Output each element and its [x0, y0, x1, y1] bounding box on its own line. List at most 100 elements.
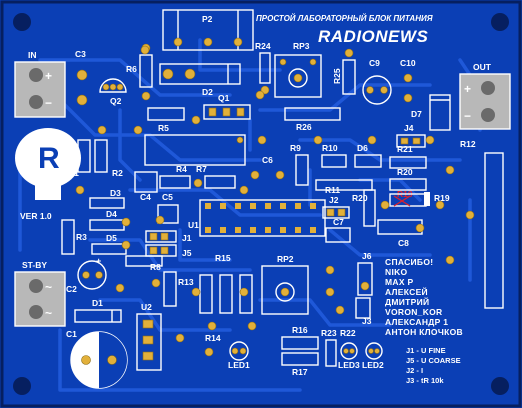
credit-line-4: ДМИТРИЙ	[385, 296, 429, 307]
component-d3: D3	[89, 188, 125, 209]
label-d7: D7	[411, 109, 422, 119]
label-stby: ST-BY	[22, 260, 47, 270]
component-q2: Q2	[99, 78, 127, 106]
component-r17: R17	[281, 352, 319, 377]
label-r13: R13	[178, 277, 194, 287]
via-pads	[75, 45, 475, 343]
label-in: IN	[28, 50, 37, 60]
credit-line-7: АНТОН КЛОЧКОВ	[385, 327, 463, 337]
component-j4: J4	[396, 123, 426, 148]
component-c3: C3	[75, 49, 88, 106]
label-c7: C7	[333, 217, 344, 227]
mounting-holes	[13, 13, 509, 395]
label-r22: R22	[340, 328, 356, 338]
jumper-line-0: J1 - U FINE	[406, 346, 446, 355]
terminal-stby: ST-BY ~ ~	[14, 260, 66, 327]
component-c7: C7	[325, 217, 351, 243]
label-r15: R15	[215, 253, 231, 263]
component-c5: C5	[157, 192, 179, 224]
label-c4: C4	[140, 192, 151, 202]
jumper-line-3: J3 - tR 10k	[406, 376, 444, 385]
label-r1: R1	[68, 168, 79, 178]
label-c9: C9	[369, 58, 380, 68]
label-j2: J2	[329, 195, 339, 205]
component-r3: R3	[61, 219, 87, 255]
label-d1: D1	[92, 298, 103, 308]
component-c10: C10	[400, 58, 416, 103]
component-c4: C4	[134, 171, 158, 202]
svg-text:+: +	[96, 256, 101, 266]
component-r13: R13	[163, 271, 194, 307]
label-q1: Q1	[218, 93, 230, 103]
label-j5: J5	[182, 248, 192, 258]
component-r26: R26	[284, 107, 341, 132]
component-r7: R7	[196, 164, 236, 189]
label-c8: C8	[398, 238, 409, 248]
label-r20-left: R20	[352, 193, 368, 203]
component-q1: Q1	[203, 93, 251, 120]
label-c3: C3	[75, 49, 86, 59]
component-c9: C9	[362, 58, 392, 105]
label-r12: R12	[460, 139, 476, 149]
credit-line-1: NIKO	[385, 267, 408, 277]
component-j2: J2	[322, 195, 350, 219]
svg-text:+: +	[45, 69, 52, 83]
label-u1: U1	[188, 220, 199, 230]
logo-bulb: R VER 1.0	[15, 128, 81, 221]
svg-text:~: ~	[45, 280, 52, 294]
credits-block: СПАСИБО! NIKO MAX P АЛЕКСЕЙ ДМИТРИЙ VORO…	[385, 257, 463, 337]
logo-letter: R	[38, 142, 60, 175]
label-r19-side: R19	[434, 193, 450, 203]
label-c2: C2	[66, 284, 77, 294]
label-led1: LED1	[228, 360, 250, 370]
component-r12: R12	[460, 139, 504, 309]
component-c6: C6	[250, 155, 285, 180]
label-out: OUT	[473, 62, 492, 72]
svg-text:−: −	[464, 109, 471, 123]
component-r15: R15	[199, 253, 253, 314]
label-r9: R9	[290, 143, 301, 153]
label-r20-right: R20	[397, 167, 413, 177]
label-rp3: RP3	[293, 41, 310, 51]
label-d5: D5	[106, 233, 117, 243]
component-r24: R24	[255, 41, 271, 95]
jumper-line-1: J5 - U COARSE	[406, 356, 461, 365]
component-rp2: RP2	[261, 254, 309, 315]
label-d2: D2	[202, 87, 213, 97]
label-r17: R17	[292, 367, 308, 377]
label-c1: C1	[66, 329, 77, 339]
label-q2: Q2	[110, 96, 122, 106]
label-r14: R14	[205, 333, 221, 343]
credit-line-6: АЛЕКСАНДР 1	[385, 317, 448, 327]
label-r4: R4	[176, 164, 187, 174]
component-j6: J6	[357, 251, 373, 296]
label-j6: J6	[362, 251, 372, 261]
component-u1: U1	[188, 199, 326, 237]
label-r3: R3	[76, 232, 87, 242]
credit-line-5: VORON_KOR	[385, 307, 443, 317]
label-j4: J4	[404, 123, 414, 133]
component-u2: U2	[136, 302, 162, 371]
svg-text:~: ~	[45, 306, 52, 320]
label-r5: R5	[158, 123, 169, 133]
jumper-line-2: J2 - I	[406, 366, 423, 375]
component-c2: C2 +	[66, 256, 107, 294]
label-j3: J3	[362, 316, 372, 326]
label-r21: R21	[397, 144, 413, 154]
component-d2: D2	[159, 63, 241, 97]
label-j1: J1	[182, 233, 192, 243]
label-r7: R7	[196, 164, 207, 174]
jumper-legend: J1 - U FINE J5 - U COARSE J2 - I J3 - tR…	[406, 346, 461, 385]
component-c1: C1	[66, 329, 128, 389]
component-r20-stack: R20 R19 R19	[389, 167, 450, 207]
label-led2: LED2	[362, 360, 384, 370]
component-led3: LED3	[338, 342, 360, 370]
label-p2: P2	[202, 14, 213, 24]
label-r6: R6	[126, 64, 137, 74]
component-r9: R9	[290, 143, 309, 186]
component-r14: R14	[204, 333, 221, 357]
component-d1: D1	[74, 298, 122, 323]
board-version: VER 1.0	[20, 211, 52, 221]
